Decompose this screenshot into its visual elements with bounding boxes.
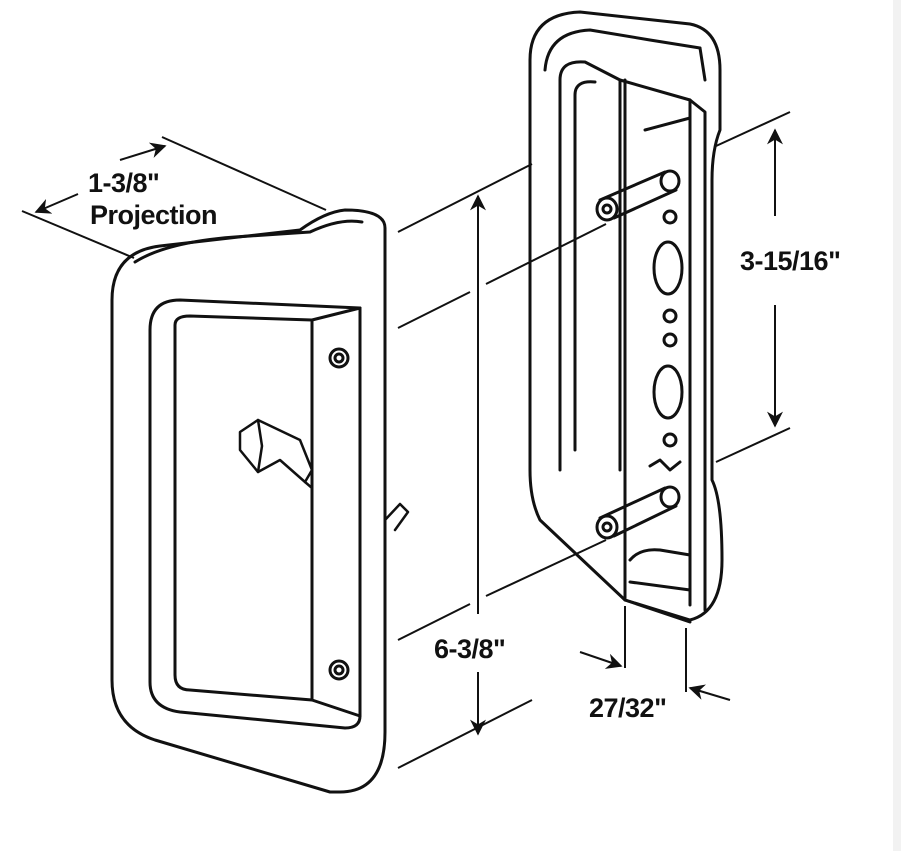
projection-arrow-left	[34, 193, 79, 214]
projection-arrow-right	[119, 142, 167, 161]
inside-handle	[528, 10, 724, 624]
projection-dimension-label: 1-3/8"	[88, 168, 160, 198]
dimension-lines	[21, 111, 791, 769]
extension-line-length-bottom	[397, 699, 533, 769]
extension-line-length-top	[397, 163, 533, 233]
projection-caption: Projection	[90, 200, 218, 230]
hole-spacing-dimension-label: 3-15/16"	[740, 246, 841, 276]
page-edge	[893, 0, 901, 851]
width-arrow-left	[579, 651, 623, 669]
width-dimension-label: 27/32"	[589, 693, 667, 723]
outside-handle	[110, 208, 410, 794]
extension-line-projection-back	[161, 136, 327, 211]
width-arrow-right	[688, 684, 731, 701]
overall-length-dimension-label: 6-3/8"	[434, 634, 506, 664]
extension-line-projection-front	[21, 210, 135, 259]
